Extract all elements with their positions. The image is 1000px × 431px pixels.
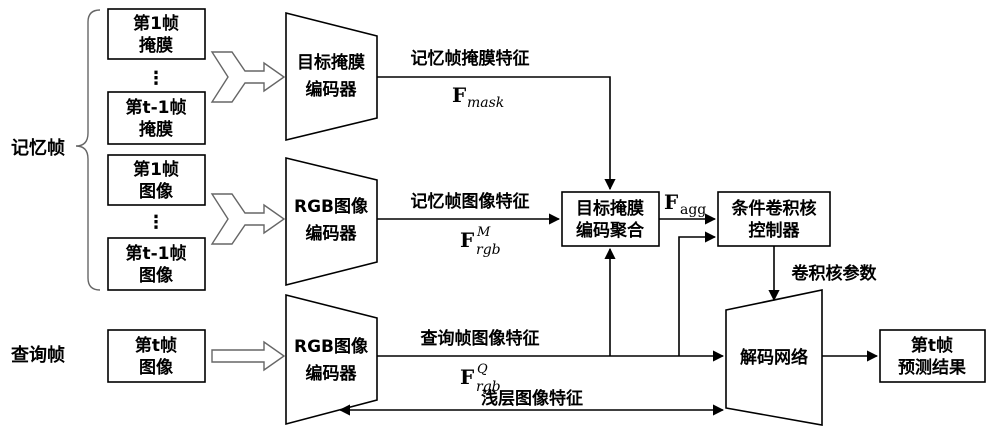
f-agg-subscript: agg: [680, 202, 706, 218]
query-frame-label: 查询帧: [11, 344, 65, 366]
image-frames-ellipsis: ⋮: [147, 212, 165, 233]
image-frame-1-line2: 图像: [139, 182, 174, 202]
kernel-controller: 条件卷积核 控制器: [717, 191, 831, 247]
query-frame-line2: 图像: [139, 358, 174, 378]
result-line2: 预测结果: [898, 357, 966, 378]
result-box: 第t帧 预测结果: [879, 329, 986, 383]
query-image-feature-label: 查询帧图像特征: [420, 328, 540, 349]
f-mask-symbol: F mask: [452, 83, 504, 111]
rgb-memory-encoder: RGB图像 编码器: [285, 156, 378, 287]
query-input-arrow: [211, 340, 286, 372]
image-merge-arrow: [210, 193, 286, 245]
f-agg-symbol: F agg: [664, 190, 706, 218]
memory-mask-frame-t-1: 第t-1帧 掩膜: [107, 91, 206, 145]
controller-line2: 控制器: [749, 220, 801, 241]
rgb-memory-encoder-line1: RGB图像: [294, 197, 369, 217]
f-rgb-query-subscript: rgb: [476, 379, 501, 395]
mask-merge-arrow: [210, 51, 286, 103]
result-line1: 第t帧: [911, 335, 953, 356]
f-rgb-memory-symbol: F M rgb: [460, 225, 501, 258]
f-agg-main: F: [664, 190, 678, 214]
mask-frame-t-1-line2: 掩膜: [139, 119, 173, 140]
image-frame-1-line1: 第1帧: [133, 159, 179, 180]
memory-image-frame-1: 第1帧 图像: [107, 154, 206, 206]
f-rgb-query-symbol: F Q rgb: [460, 362, 501, 395]
mask-encoder: 目标掩膜 编码器: [285, 11, 378, 142]
memory-image-frame-t-1: 第t-1帧 图像: [107, 237, 206, 291]
f-rgb-query-superscript: Q: [477, 362, 488, 377]
aggregation-module: 目标掩膜 编码聚合: [561, 191, 660, 247]
image-frame-t-1-line2: 图像: [139, 266, 174, 286]
mask-frame-t-1-line1: 第t-1帧: [125, 97, 186, 118]
f-mask-main: F: [452, 83, 466, 107]
rgb-query-encoder: RGB图像 编码器: [285, 293, 378, 426]
kernel-params-label: 卷积核参数: [791, 263, 878, 284]
query-to-controller-arrow: [678, 231, 717, 356]
f-rgb-memory-superscript: M: [476, 225, 491, 240]
f-rgb-memory-main: F: [460, 228, 474, 252]
f-rgb-memory-subscript: rgb: [476, 242, 501, 258]
memory-image-feature-label: 记忆帧图像特征: [411, 191, 530, 212]
f-rgb-query-main: F: [460, 365, 474, 389]
aggregation-line2: 编码聚合: [576, 220, 645, 241]
mask-encoder-line2: 编码器: [306, 79, 358, 100]
f-mask-subscript: mask: [467, 95, 504, 111]
mask-feature-arrow: [377, 76, 616, 191]
mask-feature-label: 记忆帧掩膜特征: [411, 48, 530, 69]
memory-frames-brace: [75, 9, 101, 291]
image-frame-t-1-line1: 第t-1帧: [125, 243, 186, 264]
memory-mask-frame-1: 第1帧 掩膜: [107, 8, 206, 60]
memory-frames-label: 记忆帧: [11, 137, 65, 159]
decoder-label: 解码网络: [740, 347, 808, 368]
mask-frame-1-line2: 掩膜: [139, 35, 173, 56]
query-frame-line1: 第t帧: [135, 335, 177, 356]
mask-frame-1-line1: 第1帧: [133, 13, 179, 34]
rgb-memory-encoder-line2: 编码器: [306, 223, 358, 244]
mask-frames-ellipsis: ⋮: [147, 68, 165, 89]
decoder-network: 解码网络: [725, 289, 823, 426]
query-frame: 第t帧 图像: [107, 329, 206, 383]
rgb-query-encoder-line2: 编码器: [306, 363, 358, 384]
controller-line1: 条件卷积核: [731, 198, 817, 219]
rgb-query-encoder-line1: RGB图像: [294, 337, 369, 357]
aggregation-line1: 目标掩膜: [576, 198, 644, 219]
shallow-feature-label: 浅层图像特征: [481, 388, 583, 409]
mask-encoder-line1: 目标掩膜: [297, 52, 365, 73]
